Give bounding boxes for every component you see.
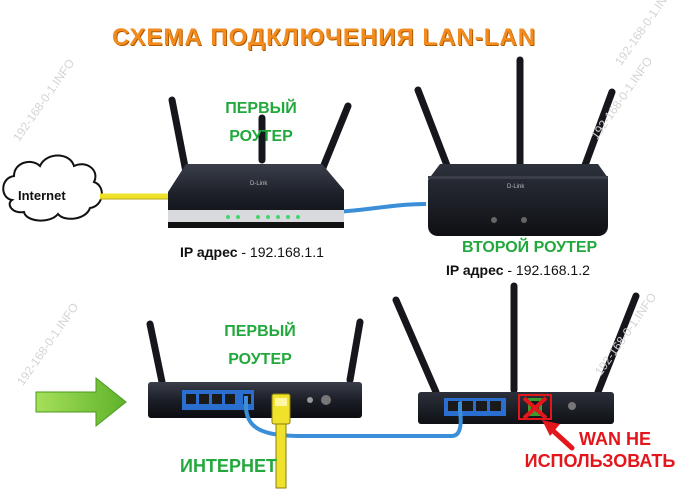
lan-cable-bottom (244, 405, 463, 438)
router1-bottom-line2: РОУТЕР (228, 351, 292, 368)
router1-ip-value: - 192.168.1.1 (237, 244, 324, 260)
router2-ip-value: - 192.168.1.2 (503, 262, 590, 278)
green-arrow (35, 376, 127, 428)
lan-cable-top (329, 202, 427, 214)
router1-top-label: ПЕРВЫЙ РОУТЕР (216, 95, 306, 151)
red-arrow (542, 420, 575, 451)
router2-name: ВТОРОЙ РОУТЕР (462, 239, 598, 256)
router2-bottom (392, 282, 640, 424)
internet-cloud (2, 154, 103, 222)
cloud-label: Internet (18, 188, 66, 203)
router1-ip: IP адрес - 192.168.1.1 (180, 244, 324, 260)
router1-top-line1: ПЕРВЫЙ (225, 100, 297, 117)
router2-top: D-Link (414, 56, 616, 236)
router2-brand: D-Link (507, 184, 525, 190)
router1-top-line2: РОУТЕР (229, 128, 293, 145)
wan-cable-bottom (271, 393, 291, 489)
router1-top: D-Link (168, 96, 352, 228)
internet-label: ИНТЕРНЕТ (180, 456, 277, 476)
router2-ip-label: IP адрес (446, 262, 504, 278)
wan-warning-line1: WAN НЕ (579, 429, 651, 449)
router1-bottom-line1: ПЕРВЫЙ (224, 323, 296, 340)
router1-bottom-label: ПЕРВЫЙ РОУТЕР (220, 318, 300, 374)
wan-warning-line2: ИСПОЛЬЗОВАТЬ (524, 451, 676, 471)
router1-brand: D-Link (250, 181, 268, 187)
wan-warning: WAN НЕ ИСПОЛЬЗОВАТЬ (512, 428, 688, 472)
router1-bottom (146, 318, 364, 418)
router2-ip: IP адрес - 192.168.1.2 (446, 262, 590, 278)
diagram-title: СХЕМА ПОДКЛЮЧЕНИЯ LAN-LAN (112, 24, 537, 51)
wan-disabled-mark (518, 394, 552, 420)
router1-ip-label: IP адрес (180, 244, 238, 260)
